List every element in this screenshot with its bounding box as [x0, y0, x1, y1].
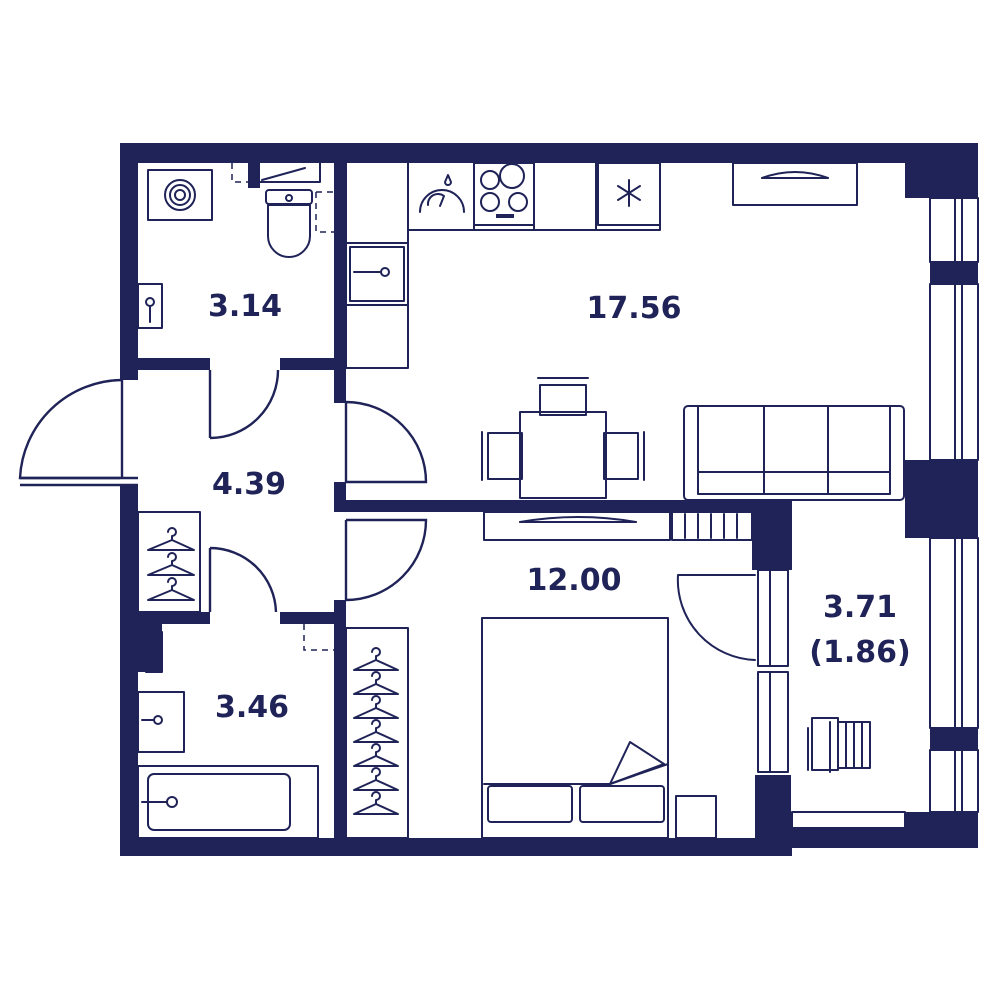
balcony-area: 3.71 — [823, 590, 897, 625]
chair-icon — [539, 384, 587, 416]
sink-top-icon — [137, 283, 163, 329]
kitchen-living-area: 17.56 — [587, 291, 682, 326]
hall-wardrobe — [137, 511, 201, 613]
kitchen-furniture — [345, 162, 905, 501]
balcony-area-reduced: (1.86) — [809, 635, 910, 670]
bathroom-top-area: 3.14 — [208, 289, 282, 324]
bathroom-top-fixtures — [137, 162, 334, 329]
hanger-icon — [353, 647, 399, 815]
balcony-door-icon — [676, 574, 756, 661]
walls — [120, 143, 978, 856]
sink-bottom-icon — [137, 691, 185, 753]
hanger-icon — [147, 527, 195, 601]
bath-door-bottom-icon — [208, 546, 278, 613]
dishwasher-icon — [419, 174, 465, 213]
hallway-area: 4.39 — [212, 467, 286, 502]
bedroom-area: 12.00 — [527, 563, 622, 598]
bedroom-door-icon — [344, 518, 428, 602]
bathroom-bottom-area: 3.46 — [215, 690, 289, 725]
windows — [757, 197, 979, 813]
radiator-kitchen-icon — [732, 162, 858, 206]
sofa-icon — [683, 405, 905, 501]
kitchen-sink-icon — [349, 246, 405, 302]
bed-icon — [481, 617, 669, 839]
area-labels: 17.56 3.14 4.39 12.00 3.46 3.71 (1.86) — [208, 289, 911, 725]
radiator-bedroom-icon — [671, 511, 753, 541]
washing-machine-icon — [147, 169, 213, 221]
stove-icon — [473, 162, 535, 226]
bathtub-icon — [137, 765, 319, 839]
doors — [18, 369, 756, 661]
bathroom-bottom-fixtures — [137, 624, 334, 839]
kitchen-door-icon — [344, 400, 428, 484]
balcony-furniture — [791, 717, 906, 829]
entrance-door-icon — [18, 378, 124, 480]
nightstand-icon — [675, 795, 717, 839]
bath-door-top-icon — [208, 369, 280, 440]
deck-chair-icon — [807, 717, 871, 773]
bedroom-furniture — [345, 511, 753, 839]
dining-table-icon — [481, 377, 645, 499]
fridge-icon — [597, 162, 661, 226]
toilet-icon — [265, 189, 313, 258]
